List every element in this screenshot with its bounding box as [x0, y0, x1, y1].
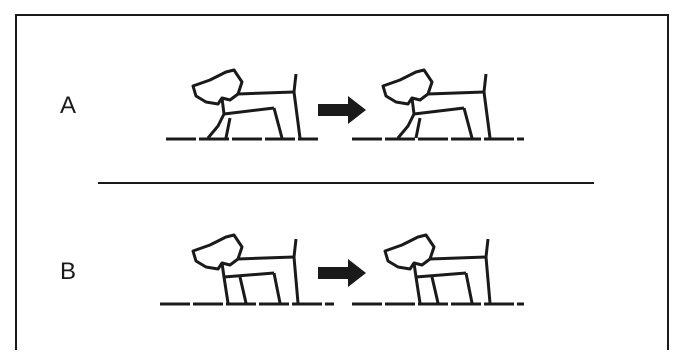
dog-icon	[383, 70, 490, 138]
arrow-right-icon	[318, 96, 366, 124]
dog-icon	[385, 235, 490, 303]
row-a-figures	[166, 70, 524, 139]
dog-icon	[193, 70, 300, 138]
dog-icon	[193, 235, 298, 303]
arrow-right-icon	[318, 259, 366, 287]
row-b-figures	[160, 235, 524, 304]
